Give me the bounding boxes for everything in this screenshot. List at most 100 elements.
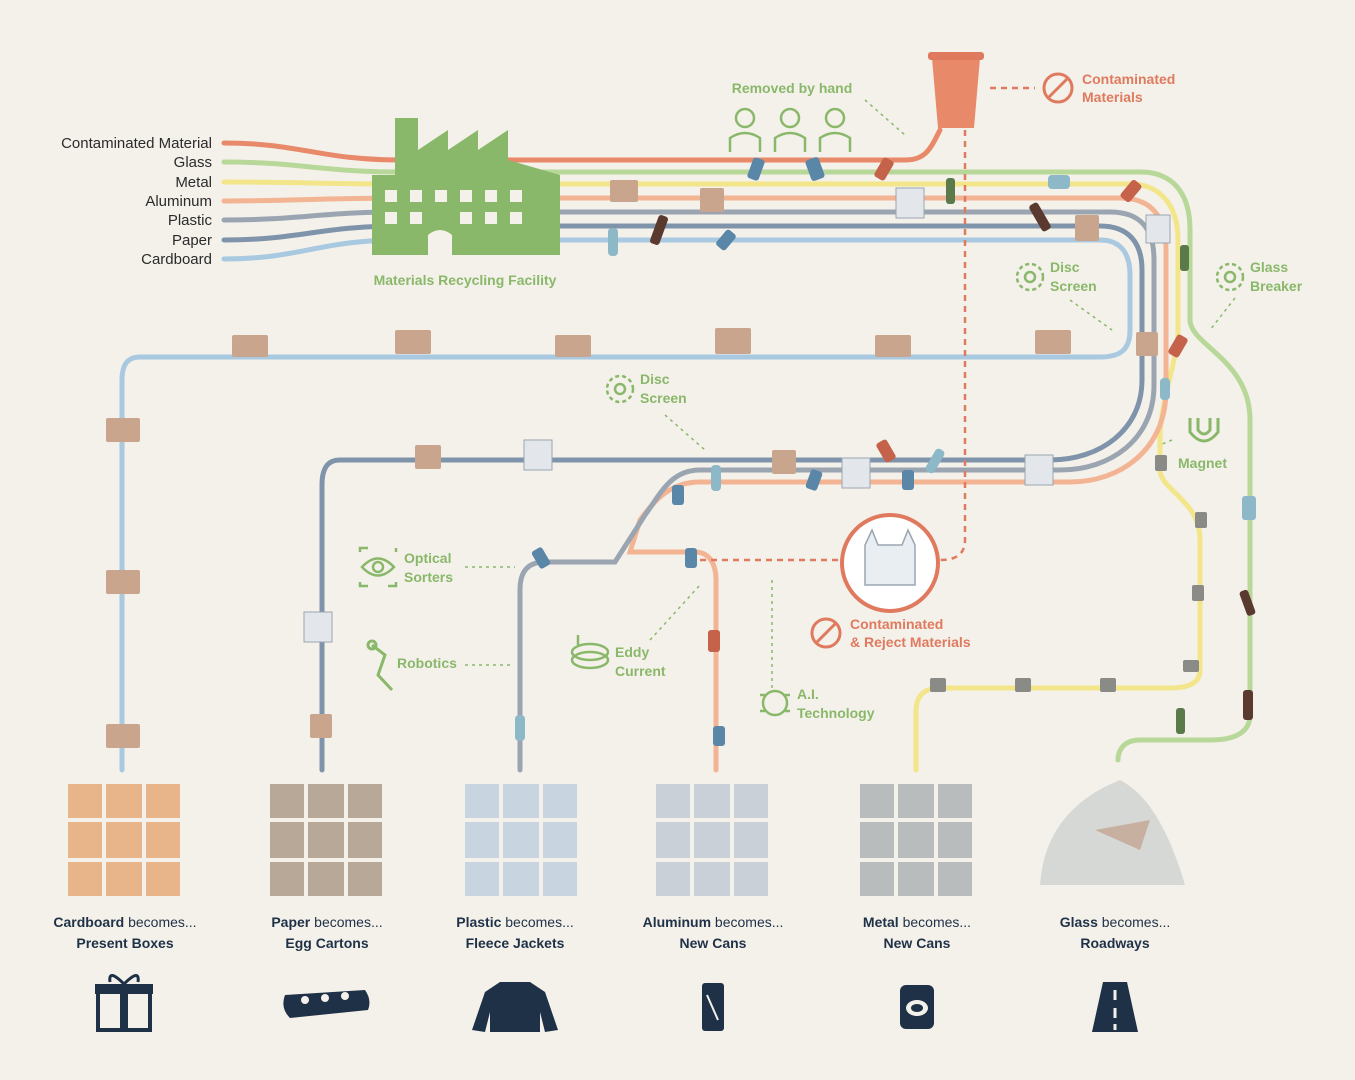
reject-bag-icon bbox=[840, 513, 940, 613]
stream-label: Plastic bbox=[168, 212, 213, 229]
disc-screen-right-label-2: Screen bbox=[1050, 278, 1097, 294]
outcome-becomes: becomes... bbox=[124, 914, 197, 930]
stream-label: Aluminum bbox=[145, 193, 212, 210]
glass-breaker-label-2: Breaker bbox=[1250, 278, 1303, 294]
egg-carton-icon bbox=[283, 990, 370, 1018]
stream-contaminated-line bbox=[221, 127, 943, 163]
paper-bale bbox=[270, 784, 382, 896]
aluminum-bale bbox=[656, 784, 768, 896]
stream-label: Glass bbox=[174, 154, 212, 171]
outcome-result: Egg Cartons bbox=[285, 935, 369, 951]
outcome-material: Aluminum bbox=[642, 914, 712, 930]
ai-technology-label: A.I. bbox=[797, 686, 819, 702]
outcome-becomes: becomes... bbox=[711, 914, 784, 930]
outcome-result: Roadways bbox=[1080, 935, 1150, 951]
outcome-cardboard: Cardboard becomes... Present Boxes bbox=[35, 912, 215, 954]
factory-icon bbox=[372, 118, 560, 255]
stream-label: Paper bbox=[172, 232, 212, 249]
metal-bale bbox=[860, 784, 972, 896]
glass-breaker-label: Glass bbox=[1250, 259, 1288, 275]
outcome-result: New Cans bbox=[679, 935, 747, 951]
circuit-brain-icon bbox=[760, 689, 790, 717]
plastic-bottle-icon bbox=[515, 175, 1256, 741]
disc-screen-mid-label: Disc bbox=[640, 371, 670, 387]
removed-by-hand-label: Removed by hand bbox=[732, 80, 853, 96]
process-leaders bbox=[465, 99, 1236, 690]
cardboard-box-icon bbox=[106, 180, 1158, 748]
outcome-result: Present Boxes bbox=[76, 935, 174, 951]
outcome-aluminum: Aluminum becomes... New Cans bbox=[623, 912, 803, 954]
jacket-icon bbox=[472, 982, 558, 1032]
outcome-result: Fleece Jackets bbox=[465, 935, 565, 951]
outcome-metal: Metal becomes... New Cans bbox=[827, 912, 1007, 954]
stream-paper-line bbox=[221, 223, 1145, 773]
stream-plastic-line bbox=[221, 209, 1157, 773]
contaminated-top-label-2: Materials bbox=[1082, 89, 1143, 105]
glass-pile bbox=[1040, 780, 1185, 885]
worker-icon bbox=[773, 107, 807, 152]
trash-bin-icon bbox=[928, 52, 984, 128]
outcome-glass: Glass becomes... Roadways bbox=[1025, 912, 1205, 954]
outcome-material: Paper bbox=[271, 914, 311, 930]
bottom-icons bbox=[95, 974, 1138, 1032]
tin-can-icon-bottom bbox=[900, 985, 934, 1029]
contaminated-drop bbox=[700, 86, 1035, 562]
ai-technology-label-2: Technology bbox=[797, 705, 875, 721]
contaminated-dashed-line bbox=[939, 130, 967, 562]
soda-can-icon bbox=[702, 983, 724, 1031]
outcome-becomes: becomes... bbox=[310, 914, 383, 930]
worker-icon bbox=[818, 107, 852, 152]
worker-icons bbox=[728, 107, 852, 152]
no-symbol-icon bbox=[1042, 72, 1074, 104]
gear-icon bbox=[1215, 262, 1245, 292]
disc-screen-mid-label-2: Screen bbox=[640, 390, 687, 406]
robot-arm-icon bbox=[366, 639, 394, 692]
outcome-becomes: becomes... bbox=[898, 914, 972, 930]
eddy-current-label-2: Current bbox=[615, 663, 666, 679]
stream-labels: Contaminated Material Glass Metal Alumin… bbox=[61, 135, 212, 268]
outcome-material: Glass bbox=[1059, 914, 1098, 930]
stream-label: Metal bbox=[175, 174, 212, 191]
outcome-material: Plastic bbox=[456, 914, 502, 930]
gift-icon bbox=[95, 974, 153, 1032]
outcome-material: Metal bbox=[862, 914, 899, 930]
stream-label: Contaminated Material bbox=[61, 135, 212, 152]
eddy-current-label: Eddy bbox=[615, 644, 649, 660]
stream-glass-line bbox=[221, 159, 1253, 763]
stream-label: Cardboard bbox=[141, 251, 212, 268]
aluminum-can-icon bbox=[531, 157, 914, 746]
magnet-label: Magnet bbox=[1178, 455, 1227, 471]
facility-label: Materials Recycling Facility bbox=[374, 272, 557, 288]
contaminated-top-label: Contaminated bbox=[1082, 71, 1175, 87]
newspaper-icon bbox=[303, 187, 1171, 643]
eye-icon bbox=[358, 546, 398, 588]
gear-icon bbox=[605, 374, 635, 404]
glass-bottle-icon bbox=[650, 202, 1256, 720]
outcome-becomes: becomes... bbox=[1097, 914, 1171, 930]
optical-sorters-label: Optical bbox=[404, 550, 451, 566]
coil-icon bbox=[570, 635, 610, 670]
magnet-icon bbox=[1188, 418, 1220, 443]
gear-icon bbox=[1015, 262, 1045, 292]
contaminated-reject-label-2: & Reject Materials bbox=[850, 634, 971, 650]
outcome-paper: Paper becomes... Egg Cartons bbox=[237, 912, 417, 954]
cardboard-bale bbox=[68, 784, 180, 896]
outcome-result: New Cans bbox=[883, 935, 951, 951]
outcome-plastic: Plastic becomes... Fleece Jackets bbox=[425, 912, 605, 954]
red-can-icon bbox=[708, 157, 1188, 652]
no-symbol-icon bbox=[810, 617, 842, 649]
green-bottle-icon bbox=[946, 178, 1189, 734]
outcome-becomes: becomes... bbox=[501, 914, 574, 930]
contaminated-reject-label: Contaminated bbox=[850, 616, 943, 632]
bales bbox=[68, 780, 1185, 896]
stream-aluminum-line bbox=[221, 195, 1169, 773]
optical-sorters-label-2: Sorters bbox=[404, 569, 453, 585]
road-icon bbox=[1092, 982, 1138, 1032]
robotics-label: Robotics bbox=[397, 655, 457, 671]
tin-can-icon bbox=[930, 455, 1207, 692]
material-items bbox=[106, 157, 1256, 748]
disc-screen-right-label: Disc bbox=[1050, 259, 1080, 275]
stream-cardboard-line bbox=[119, 237, 1133, 773]
worker-icon bbox=[728, 107, 762, 152]
